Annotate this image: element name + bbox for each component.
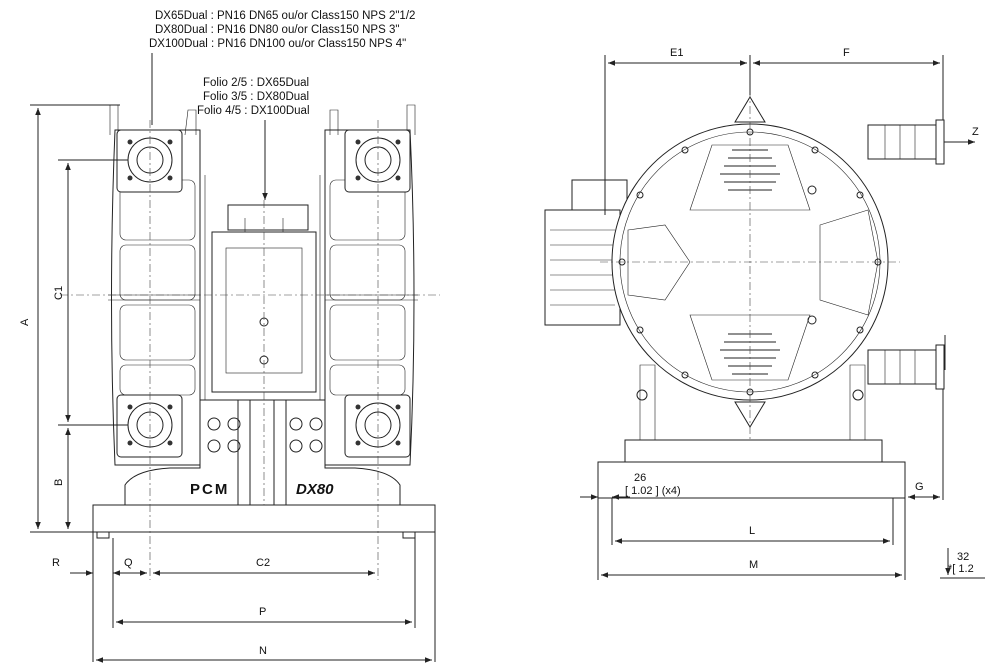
flange-bottom-left (116, 394, 183, 458)
brand-logo: PCM (190, 481, 229, 498)
dim-base-height: 32 (957, 551, 969, 563)
side-view-dimensions: E1 F 26 [ 1.02 ] (x4) L M G 32 *[ 1.2 (580, 47, 985, 580)
folio-dx100: Folio 4/5 : DX100Dual (197, 105, 310, 117)
dim-hole: 26 (634, 472, 646, 484)
side-port-top (867, 119, 945, 165)
dim-a: A (19, 318, 31, 326)
base-plate (92, 504, 436, 533)
dim-p: P (259, 606, 266, 618)
dim-hole-in: [ 1.02 ] (x4) (625, 485, 681, 497)
dim-g: G (915, 481, 924, 493)
base-foot-left (96, 531, 110, 539)
dim-n: N (259, 645, 267, 657)
dim-b: B (53, 479, 65, 486)
dim-q: Q (124, 557, 133, 569)
dim-r: R (52, 557, 60, 569)
flange-top-left (116, 129, 183, 193)
side-pump-disc (600, 90, 900, 440)
dim-e1: E1 (670, 47, 683, 59)
side-view: Z (544, 90, 979, 499)
note-dx100: DX100Dual : PN16 DN100 ou/or Class150 NP… (149, 38, 406, 50)
note-dx65: DX65Dual : PN16 DN65 ou/or Class150 NPS … (155, 10, 415, 22)
center-gearbox (204, 175, 321, 400)
dim-f: F (843, 47, 850, 59)
dim-m: M (749, 559, 758, 571)
model-logo: DX80 (296, 481, 334, 498)
folio-dx65: Folio 2/5 : DX65Dual (203, 77, 309, 89)
base-foot-right (402, 531, 416, 539)
dim-c2: C2 (256, 557, 270, 569)
front-view-dimensions: A C1 B R Q C2 P N (19, 104, 436, 663)
dim-base-height-in: *[ 1.2 (948, 563, 974, 575)
flange-top-right (344, 129, 411, 193)
dim-z: Z (972, 126, 979, 138)
note-dx80: DX80Dual : PN16 DN80 ou/or Class150 NPS … (155, 24, 399, 36)
right-pump-head (324, 104, 418, 466)
side-gearmotor (544, 179, 628, 326)
front-view: PCM DX80 (60, 104, 440, 580)
center-column (237, 399, 287, 506)
flange-bottom-right (344, 394, 411, 458)
side-port-bottom (867, 344, 945, 390)
pedestal-bolts (207, 417, 323, 453)
folio-notes: Folio 2/5 : DX65Dual Folio 3/5 : DX80Dua… (197, 77, 310, 117)
connection-notes: DX65Dual : PN16 DN65 ou/or Class150 NPS … (149, 10, 415, 50)
dim-c1: C1 (53, 286, 65, 300)
folio-dx80: Folio 3/5 : DX80Dual (203, 91, 309, 103)
dim-l: L (749, 525, 755, 537)
